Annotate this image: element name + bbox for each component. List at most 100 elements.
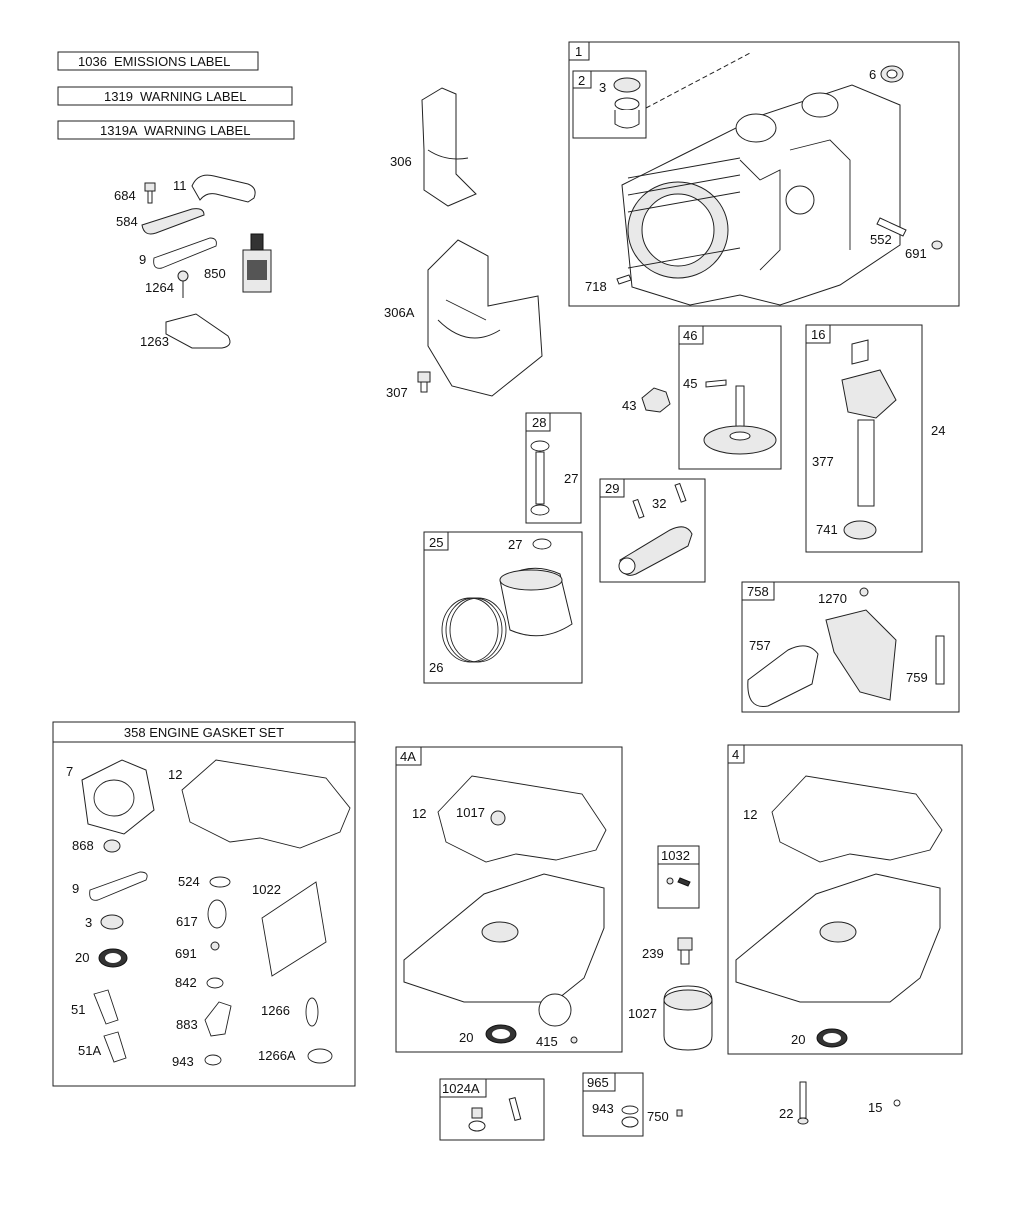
kit-28-box: 28 27 (525, 412, 582, 524)
dipstick-22-drawing (797, 1081, 809, 1125)
part-label-9-top: 9 (139, 252, 146, 267)
kit-29-id: 29 (605, 481, 619, 496)
warning-label-a-text: WARNING LABEL (144, 123, 250, 138)
part-label-32: 32 (652, 496, 666, 511)
part-label-850: 850 (204, 266, 226, 281)
part-label-9-set: 9 (72, 881, 79, 896)
kit-4-id: 4 (732, 747, 739, 762)
warning-label-text: WARNING LABEL (140, 89, 246, 104)
part-label-415: 415 (536, 1034, 558, 1049)
kit-2-id: 2 (578, 73, 585, 88)
kit-25-box: 25 27 26 (423, 531, 583, 684)
part-label-12-kit4: 12 (743, 807, 757, 822)
part-label-26: 26 (429, 660, 443, 675)
part-label-1270: 1270 (818, 591, 847, 606)
oil-filter-1027-drawing (663, 985, 713, 1051)
kit-1-box: 1 2 3 6 552 691 718 (568, 41, 960, 307)
screw-1264-drawing (177, 270, 189, 298)
oring-15-drawing (893, 1099, 901, 1107)
engine-gasket-set-box: 358 ENGINE GASKET SET 7 12 868 9 524 102… (52, 721, 356, 1087)
gasket-584-drawing (141, 208, 205, 235)
shield-306-drawing (421, 87, 477, 207)
part-label-51a: 51A (78, 1043, 101, 1058)
part-label-22: 22 (779, 1106, 793, 1121)
part-label-239: 239 (642, 946, 664, 961)
part-label-306: 306 (390, 154, 412, 169)
part-label-43: 43 (622, 398, 636, 413)
part-label-12-kit4a: 12 (412, 806, 426, 821)
part-label-377: 377 (812, 454, 834, 469)
gasket-set-title: 358 ENGINE GASKET SET (124, 725, 284, 740)
part-label-1264: 1264 (145, 280, 174, 295)
part-label-1263: 1263 (140, 334, 169, 349)
part-label-24: 24 (931, 423, 945, 438)
sensor-239-drawing (677, 937, 693, 965)
part-label-1266a: 1266A (258, 1048, 296, 1063)
part-label-883: 883 (176, 1017, 198, 1032)
warning-label-number: 1319 (104, 89, 133, 104)
part-label-617: 617 (176, 914, 198, 929)
part-label-307: 307 (386, 385, 408, 400)
kit-4a-id: 4A (400, 749, 416, 764)
kit-4-box: 4 12 20 (727, 744, 963, 1055)
part-label-868: 868 (72, 838, 94, 853)
part-label-7: 7 (66, 764, 73, 779)
part-label-1022: 1022 (252, 882, 281, 897)
part-label-741: 741 (816, 522, 838, 537)
kit-16-box: 16 377 741 (805, 324, 923, 553)
warning-label-a-number: 1319A (100, 123, 138, 138)
part-label-757: 757 (749, 638, 771, 653)
part-label-11: 11 (173, 178, 187, 193)
kit-46-box: 46 45 (678, 325, 782, 470)
kit-758-id: 758 (747, 584, 769, 599)
part-label-943-kit965: 943 (592, 1101, 614, 1116)
part-label-27-kit28: 27 (564, 471, 578, 486)
part-label-306a: 306A (384, 305, 415, 320)
emissions-label-number: 1036 (78, 54, 107, 69)
plug-750-drawing (676, 1109, 683, 1117)
bolt-684-drawing (144, 182, 156, 204)
part-label-750: 750 (647, 1109, 669, 1124)
part-label-1017: 1017 (456, 805, 485, 820)
part-label-12-set: 12 (168, 767, 182, 782)
kit-46-id: 46 (683, 328, 697, 343)
part-label-6: 6 (869, 67, 876, 82)
part-label-3-set: 3 (85, 915, 92, 930)
kit-1-id: 1 (575, 44, 582, 59)
part-label-691-kit1: 691 (905, 246, 927, 261)
bolt-307-drawing (417, 371, 431, 393)
emissions-label-box: 1036 EMISSIONS LABEL (57, 51, 259, 71)
part-label-15: 15 (868, 1100, 882, 1115)
kit-29-box: 29 32 (599, 478, 706, 583)
governor-43-drawing (641, 387, 671, 413)
kit-25-id: 25 (429, 535, 443, 550)
part-label-842: 842 (175, 975, 197, 990)
part-label-20-kit4: 20 (791, 1032, 805, 1047)
sealant-tube-850-drawing (242, 233, 272, 293)
kit-28-id: 28 (532, 415, 546, 430)
part-label-524: 524 (178, 874, 200, 889)
part-label-1266: 1266 (261, 1003, 290, 1018)
cylinder-block-drawing (621, 84, 901, 306)
part-label-943-set: 943 (172, 1054, 194, 1069)
gasket-9-drawing (153, 237, 217, 269)
warning-label-a-box: 1319A WARNING LABEL (57, 120, 295, 140)
warning-label-box: 1319 WARNING LABEL (57, 86, 293, 106)
part-label-3-kit2: 3 (599, 80, 606, 95)
kit-4a-box: 4A 12 1017 20 415 (395, 746, 623, 1053)
kit-1024a-id: 1024A (442, 1081, 480, 1096)
kit-1032-box: 1032 (657, 845, 700, 909)
part-label-584: 584 (116, 214, 138, 229)
part-label-691-set: 691 (175, 946, 197, 961)
part-label-759: 759 (906, 670, 928, 685)
part-label-718: 718 (585, 279, 607, 294)
part-label-51: 51 (71, 1002, 85, 1017)
part-label-20-set: 20 (75, 950, 89, 965)
shield-306a-drawing (427, 239, 543, 397)
part-label-684: 684 (114, 188, 136, 203)
kit-758-box: 758 1270 757 759 (741, 581, 960, 713)
bracket-1263-drawing (165, 313, 231, 349)
emissions-label-text: EMISSIONS LABEL (114, 54, 230, 69)
part-label-27-kit25: 27 (508, 537, 522, 552)
